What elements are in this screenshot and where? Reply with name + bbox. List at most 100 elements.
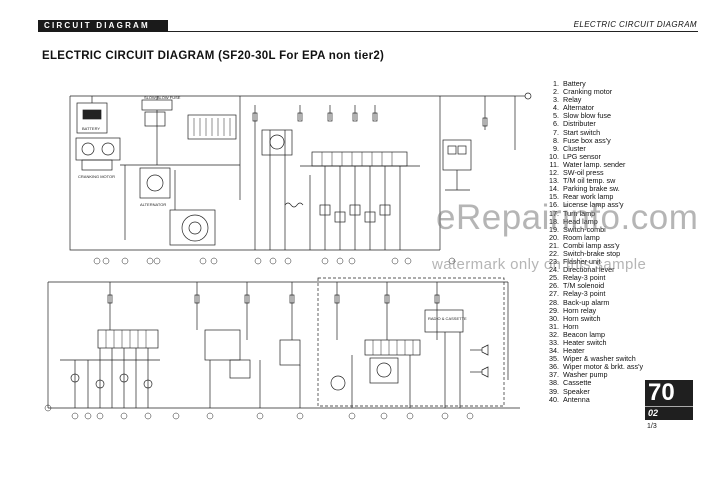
legend-item-number: 27. <box>549 289 559 299</box>
legend-item-label: Turn lamp <box>563 208 596 218</box>
legend-item: 34.Heater <box>545 346 643 356</box>
legend-item: 38.Cassette <box>545 379 643 387</box>
wiper-motor-symbol <box>369 357 399 384</box>
legend-item-label: T/M oil temp. sw <box>563 176 616 186</box>
legend-item: 25.Relay-3 point <box>545 274 643 282</box>
legend-item-number: 39. <box>549 386 559 396</box>
legend-item-number: 2. <box>553 87 559 97</box>
legend-item-number: 22. <box>549 248 559 258</box>
legend-item: 19.Switch-combi <box>545 224 643 234</box>
legend-item: 36.Wiper motor & brkt. ass'y <box>545 363 643 371</box>
header-right-label: ELECTRIC CIRCUIT DIAGRAM <box>573 20 697 29</box>
bus-fuses <box>252 112 488 127</box>
legend-item-number: 36. <box>549 362 559 372</box>
legend-item-label: Horn switch <box>563 313 601 323</box>
legend-item-label: Beacon lamp <box>563 329 605 339</box>
legend-item-number: 10. <box>549 151 559 161</box>
legend-item-number: 21. <box>549 240 559 250</box>
radio-label: RADIO & CASSETTE <box>428 316 467 321</box>
legend-item-number: 17. <box>549 208 559 218</box>
sensor-symbols <box>319 204 391 223</box>
legend-item-number: 5. <box>553 111 559 121</box>
legend-item-number: 29. <box>549 305 559 315</box>
legend-item: 13. T/M oil temp. sw <box>545 177 643 185</box>
cluster-symbol <box>311 151 408 167</box>
legend-item-label: Wiper & washer switch <box>563 354 636 364</box>
slow-blow-fuse-symbol <box>141 99 173 111</box>
bottom-bus-fuses <box>107 294 440 304</box>
legend-item: 15.Rear work lamp <box>545 193 643 201</box>
legend-item: 30.Horn switch <box>545 313 643 323</box>
legend-item: 6.Distributer <box>545 120 643 128</box>
alternator-label: ALTERNATOR <box>140 202 166 207</box>
legend-item-number: 33. <box>549 338 559 347</box>
legend-item-label: Switch-brake stop <box>563 248 621 258</box>
legend-item-label: Water lamp. sender <box>563 159 626 169</box>
legend-item-number: 24. <box>549 265 559 275</box>
fuse-label: SLOW BLOW FUSE <box>144 95 181 100</box>
legend-item-label: Battery <box>563 79 586 88</box>
legend-item: 10. LPG sensor <box>545 151 643 161</box>
legend-item-number: 28. <box>549 297 559 307</box>
legend-item-number: 7. <box>553 127 559 137</box>
legend-item-label: Cranking motor <box>563 87 613 97</box>
cranking-motor-symbol <box>75 137 121 161</box>
legend-item-label: Combi lamp ass'y <box>563 240 620 250</box>
legend-item: 4.Alternator <box>545 104 643 112</box>
section-header-bar: CIRCUIT DIAGRAM <box>38 20 168 32</box>
legend-item: 18.Head lamp <box>545 217 643 226</box>
legend-item: 33.Heater switch <box>545 338 643 347</box>
chapter-badge: 70 02 <box>645 379 693 420</box>
legend-item: 11. Water lamp. sender <box>545 159 643 169</box>
legend-item-number: 13. <box>549 176 559 186</box>
legend-item-number: 20. <box>549 232 559 242</box>
legend-item-number: 40. <box>549 394 559 404</box>
relay-symbol <box>144 111 166 127</box>
legend-item-number: 8. <box>553 135 559 145</box>
legend-item: 16.License lamp ass'y <box>545 201 643 209</box>
motor-bracket <box>81 159 113 171</box>
legend-item: 14.Parking brake sw. <box>545 185 643 193</box>
legend-item-label: Rear work lamp <box>563 192 614 202</box>
legend-item-number: 14. <box>549 184 559 194</box>
legend-item-label: Fuse box ass'y <box>563 135 611 145</box>
legend-item: 8. Fuse box ass'y <box>545 135 643 145</box>
legend-item-label: Start switch <box>563 127 601 137</box>
legend-item: 12.SW-oil press <box>545 168 643 178</box>
legend-item-label: Relay <box>563 95 582 105</box>
legend-item: 37.Washer pump <box>545 371 643 379</box>
legend-item-number: 16. <box>549 200 559 210</box>
coil-symbol <box>284 202 304 208</box>
page-title: ELECTRIC CIRCUIT DIAGRAM (SF20-30L For E… <box>42 50 385 62</box>
legend-item-label: Switch-combi <box>563 224 606 234</box>
legend-item: 22. Switch-brake stop <box>545 248 643 258</box>
starter-label: CRANKING MOTOR <box>78 174 115 179</box>
watermark-sub: watermark only on this sample <box>432 256 647 273</box>
right-relay-symbol <box>442 139 472 171</box>
alternator-symbol <box>169 209 216 246</box>
legend-item: 28.Back-up alarm <box>545 297 643 307</box>
legend-item-label: Directional lever <box>563 265 615 275</box>
legend-item-label: Cluster <box>563 143 586 153</box>
legend-item-label: Room lamp <box>563 232 600 242</box>
legend-item: 39.Speaker <box>545 386 643 396</box>
callouts-top <box>93 257 456 265</box>
legend-item-number: 34. <box>549 346 559 356</box>
legend-item-number: 23. <box>549 257 559 267</box>
legend-item-label: Relay-3 point <box>563 273 606 283</box>
legend-item: 35. Wiper & washer switch <box>545 355 643 363</box>
distributor-symbol <box>139 167 171 199</box>
legend-item-number: 26. <box>549 281 559 291</box>
legend-item-label: SW-oil press <box>563 168 604 178</box>
legend-item-number: 31. <box>549 321 559 331</box>
section-header-label: CIRCUIT DIAGRAM <box>44 21 150 30</box>
legend-item-number: 11. <box>549 159 559 169</box>
fuse-box-symbol <box>187 114 237 140</box>
legend-item-number: 35. <box>549 354 559 364</box>
legend-item-label: LPG sensor <box>563 151 601 161</box>
legend-item-number: 32. <box>549 329 559 339</box>
legend-item: 40.Antenna <box>545 394 643 404</box>
legend-item-number: 4. <box>553 103 559 113</box>
